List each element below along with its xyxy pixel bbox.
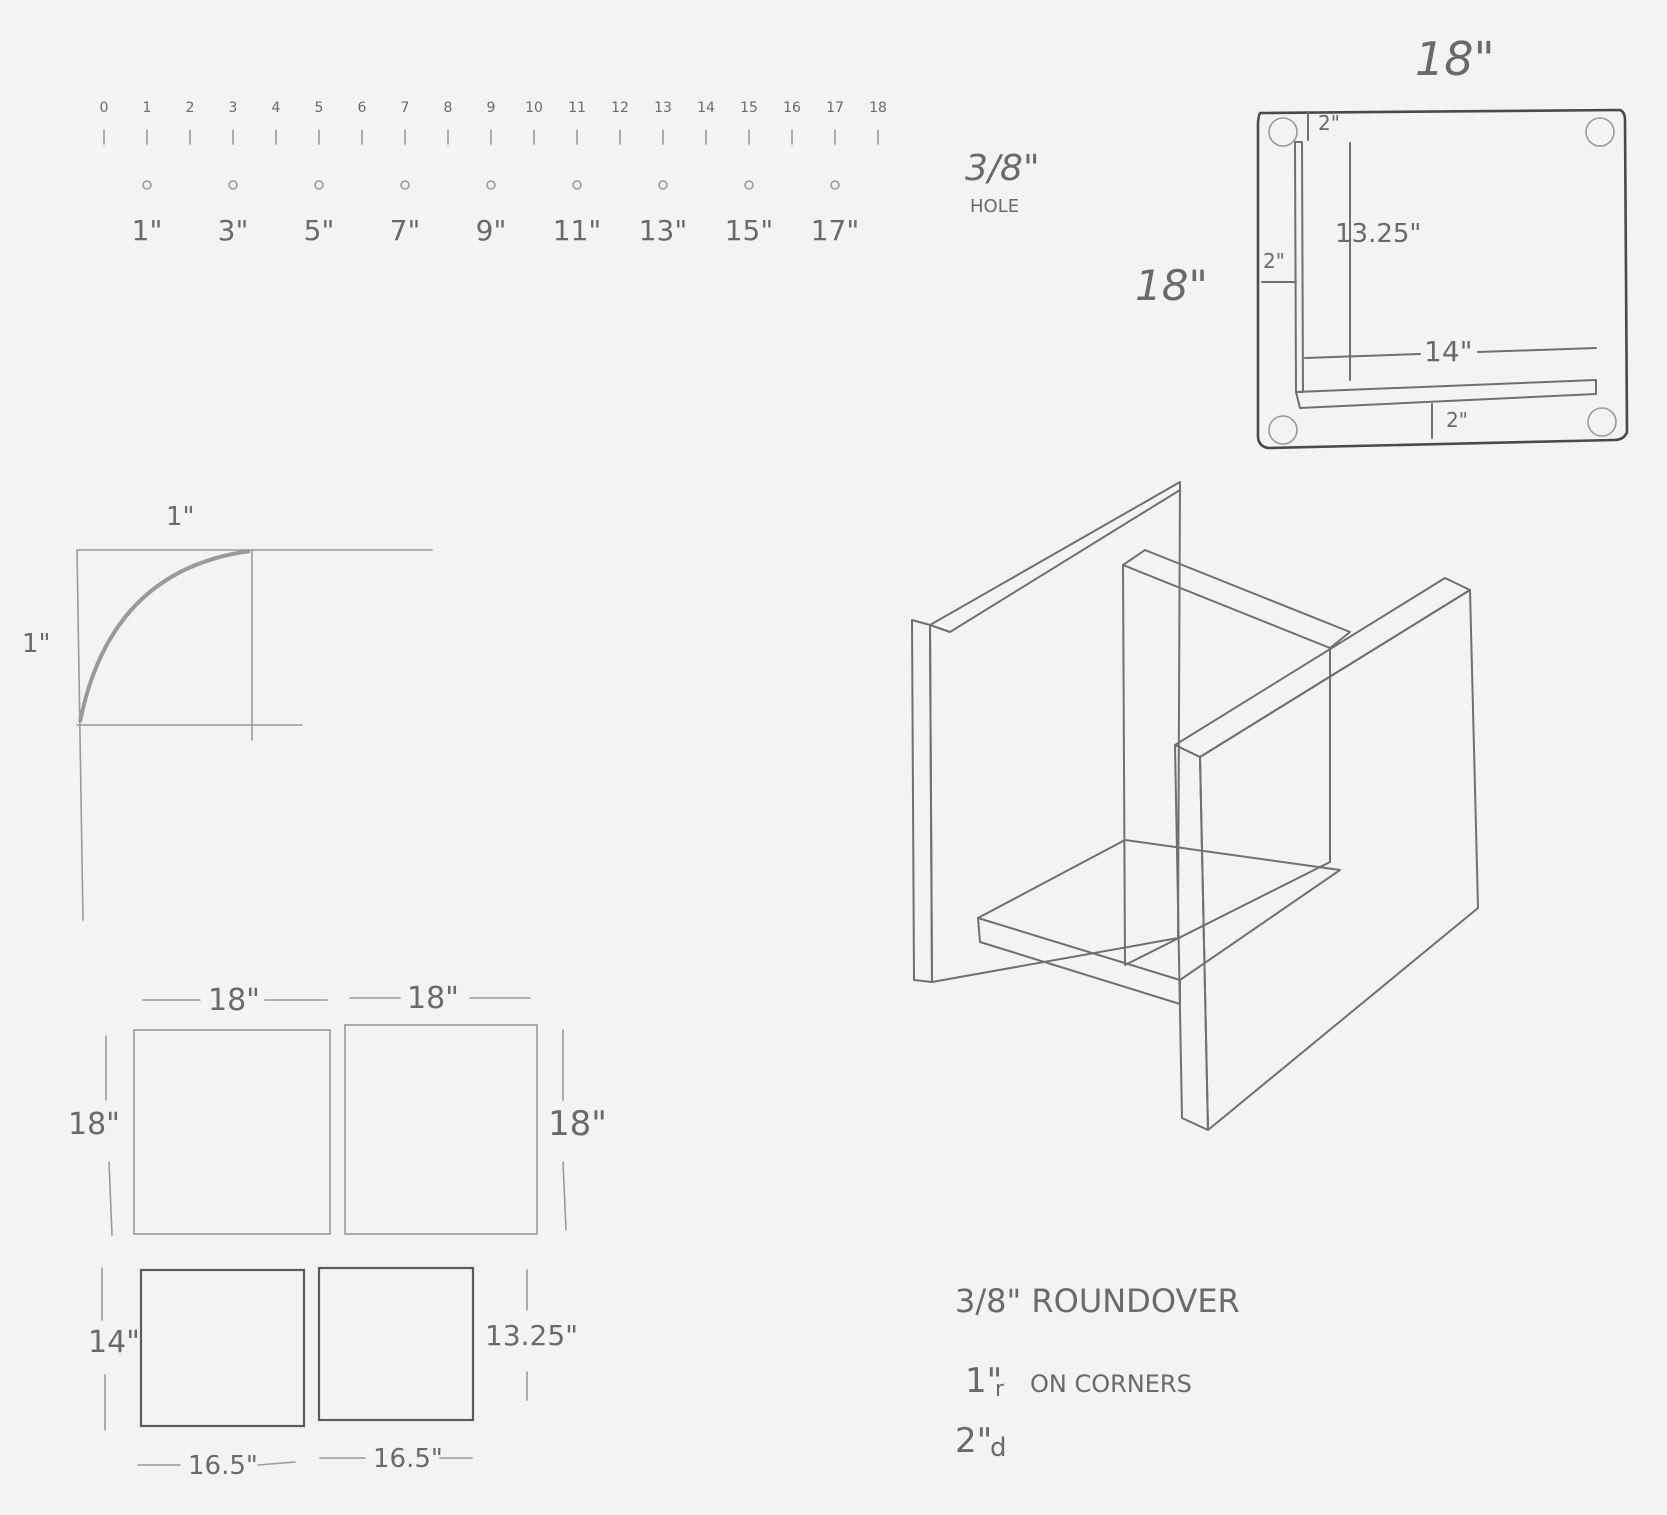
radius-left-line	[76, 549, 84, 921]
left-panel-top-edge	[929, 489, 1181, 633]
hole-marker	[486, 180, 496, 190]
ruler-tick-label: 13	[654, 100, 672, 116]
hole-position-label: 15"	[725, 214, 774, 247]
side-panel-left	[133, 1029, 331, 1235]
corner-hole-bottom-right	[1587, 407, 1617, 437]
ruler-tick-label: 15	[740, 100, 758, 116]
ruler-tick-label: 0	[100, 100, 109, 116]
top-view-width-label: 18"	[1415, 32, 1495, 86]
ruler-tick-label: 10	[525, 100, 543, 116]
ruler-tick-label: 12	[611, 100, 629, 116]
back-panel-face	[1122, 564, 1331, 966]
ruler-tick-label: 8	[444, 100, 453, 116]
left-panel-face	[929, 481, 1181, 983]
horizontal-slot	[1295, 379, 1597, 409]
radius-top-label: 1"	[166, 502, 195, 532]
radius-side-label: 1"	[22, 629, 51, 659]
note-corner-size: 1"	[965, 1361, 1002, 1401]
ruler-tick-label: 1	[143, 100, 152, 116]
right-panel-top	[1174, 577, 1471, 758]
back-panel-top	[1122, 549, 1351, 649]
bottom-panel-left	[139, 1268, 306, 1428]
dim-bottom-left-width-b	[257, 1461, 296, 1466]
left-height-label: 18"	[68, 1107, 120, 1142]
right-height-label: 18"	[548, 1104, 607, 1144]
isometric-assembly	[911, 481, 1479, 1131]
bottom-shelf-front	[977, 917, 1181, 1005]
ruler-tick-label: 18	[869, 100, 887, 116]
corner-hole-top-left	[1268, 117, 1298, 147]
horizontal-slot-dim-left	[1304, 353, 1421, 359]
hole-marker	[658, 180, 668, 190]
note-corner-text: ON CORNERS	[1030, 1370, 1192, 1398]
hole-position-label: 5"	[304, 214, 335, 247]
hole-position-label: 1"	[132, 214, 163, 247]
hole-marker	[228, 180, 238, 190]
top-left-width-label: 18"	[208, 983, 260, 1018]
top-right-width-label: 18"	[407, 981, 459, 1016]
ruler-tick-label: 3	[229, 100, 238, 116]
bottom-right-height-label: 13.25"	[485, 1319, 578, 1352]
right-panel-edge	[1174, 744, 1209, 1131]
dim-left-height-b	[108, 1161, 113, 1236]
inset-top-label: 2"	[1318, 111, 1340, 135]
bottom-right-width-label: 16.5"	[373, 1444, 443, 1474]
top-view-height-label: 18"	[1135, 261, 1208, 310]
hole-position-label: 13"	[639, 214, 688, 247]
dim-right-height-b	[562, 1161, 567, 1231]
top-view-outline	[1256, 108, 1629, 450]
hole-marker	[400, 180, 410, 190]
bottom-panel-right	[317, 1266, 475, 1422]
corner-hole-top-right	[1585, 117, 1615, 147]
hole-size-label: 3/8"	[965, 148, 1040, 189]
ruler-tick-label: 6	[358, 100, 367, 116]
hole-position-label: 17"	[811, 214, 860, 247]
note-depth-size: 2"	[955, 1421, 992, 1461]
hole-position-label: 11"	[553, 214, 602, 247]
inset-bottom-label: 2"	[1446, 408, 1468, 432]
build-notes: 3/8" ROUNDOVER 1" r ON CORNERS 2" d	[955, 1282, 1240, 1463]
top-view-plan: 2" 13.25" 2" 14" 2" 18" 18"	[1135, 32, 1629, 450]
note-roundover: 3/8" ROUNDOVER	[955, 1282, 1240, 1320]
bottom-left-width-label: 16.5"	[188, 1451, 258, 1481]
bottom-left-height-label: 14"	[88, 1325, 140, 1360]
corner-hole-bottom-left	[1268, 415, 1298, 445]
side-panel-right	[344, 1024, 538, 1235]
ruler-tick-label: 17	[826, 100, 844, 116]
note-depth-sub: d	[990, 1433, 1007, 1463]
bottom-shelf-top	[977, 839, 1341, 981]
note-corner-sub: r	[995, 1377, 1005, 1402]
inset-left-label: 2"	[1263, 249, 1285, 273]
vertical-slot-label: 13.25"	[1335, 219, 1421, 249]
radius-arc	[78, 549, 251, 723]
ruler-tick-label: 7	[401, 100, 410, 116]
horizontal-slot-label: 14"	[1424, 335, 1473, 368]
vertical-slot	[1294, 141, 1304, 393]
hole-position-label: 7"	[390, 214, 421, 247]
hole-marker	[314, 180, 324, 190]
hole-label: HOLE	[970, 196, 1019, 217]
horizontal-slot-dim-right	[1477, 347, 1597, 353]
ruler-tick-label: 4	[272, 100, 281, 116]
ruler-tick-label: 11	[568, 100, 586, 116]
hole-position-label: 3"	[218, 214, 249, 247]
ruler-tick-label: 2	[186, 100, 195, 116]
hole-marker	[744, 180, 754, 190]
panel-cut-list: 18" 18" 18" 18" 14" 13.25" 16.5" 16.5"	[68, 981, 607, 1481]
hole-marker	[572, 180, 582, 190]
hole-note: 3/8" HOLE	[965, 148, 1040, 217]
ruler-tick-label: 9	[487, 100, 496, 116]
left-panel-edge	[911, 619, 933, 983]
ruler-tick-label: 16	[783, 100, 801, 116]
ruler-tick-label: 5	[315, 100, 324, 116]
ruler-tick-label: 14	[697, 100, 715, 116]
hole-marker	[830, 180, 840, 190]
corner-radius-detail: 1" 1"	[22, 502, 433, 921]
hole-position-label: 9"	[476, 214, 507, 247]
hole-marker	[142, 180, 152, 190]
